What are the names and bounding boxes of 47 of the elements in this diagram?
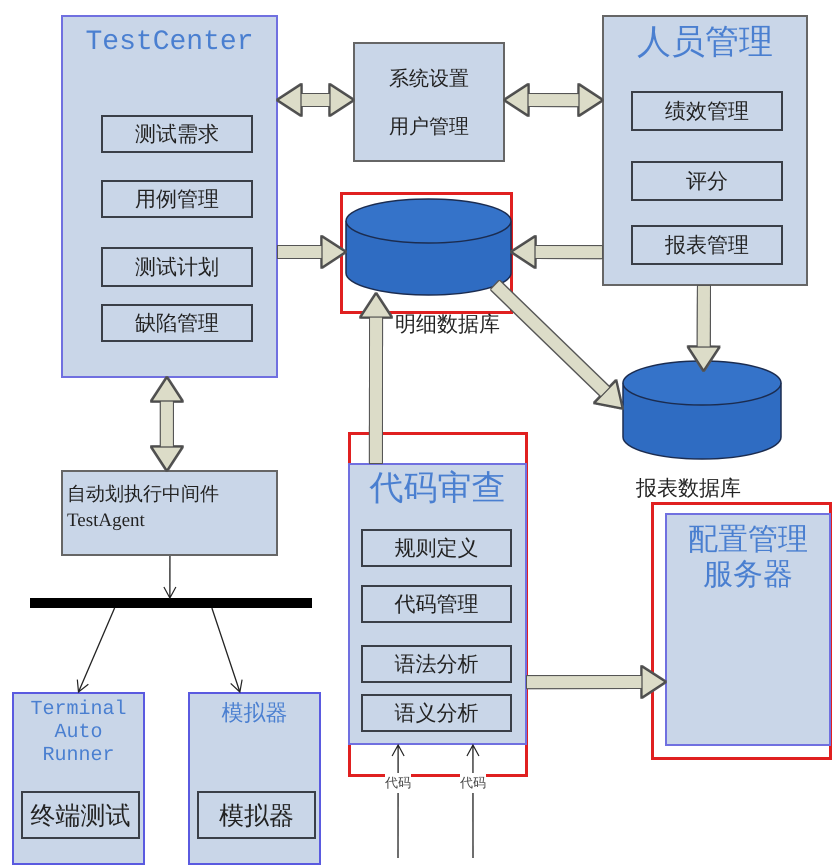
database-label: 明细数据库 [395, 311, 500, 338]
module-panel [665, 513, 831, 746]
panel-title: 代码审查 [370, 469, 506, 508]
module-panel [61, 470, 278, 556]
function-box: 语义分析 [361, 694, 512, 732]
arrow [511, 236, 602, 268]
function-box: 测试计划 [101, 247, 253, 287]
panel-title: TestCenter [85, 27, 254, 60]
panel-text: 系统设置 [389, 66, 469, 92]
panel-text: 用户管理 [389, 114, 469, 140]
module-panel [61, 15, 278, 378]
module-panel [12, 692, 145, 865]
arrow [163, 556, 176, 599]
panel-title: 配置管理服务器 [687, 523, 809, 592]
module-panel [348, 463, 527, 745]
function-box: 绩效管理 [631, 91, 783, 131]
edge-label: 代码 [460, 773, 486, 794]
function-box: 报表管理 [631, 225, 783, 265]
arrow [76, 608, 116, 693]
function-box: 语法分析 [361, 645, 512, 683]
arrow [360, 293, 392, 463]
function-box: 代码管理 [361, 585, 512, 623]
panel-title: Terminal Auto Runner [29, 698, 128, 767]
function-box: 测试需求 [101, 115, 253, 153]
bus-bar [30, 598, 312, 608]
arrow [526, 666, 666, 698]
function-box: 规则定义 [361, 529, 512, 567]
module-panel [188, 692, 321, 865]
arrow [688, 286, 720, 371]
module-panel [602, 15, 808, 286]
panel-text: 自动划执行中间件 TestAgent [67, 483, 220, 533]
arrow [504, 84, 603, 116]
database-label: 报表数据库 [636, 475, 741, 502]
panel-title: 模拟器 [222, 700, 288, 726]
arrow [277, 84, 354, 116]
arrow [211, 608, 243, 693]
function-box: 缺陷管理 [101, 304, 253, 342]
arrow [151, 377, 182, 471]
panel-title: 人员管理 [637, 23, 773, 62]
function-box: 评分 [631, 161, 783, 201]
edge-label: 代码 [385, 773, 412, 794]
module-panel [353, 42, 505, 162]
function-box: 终端测试 [21, 791, 140, 839]
function-box: 用例管理 [101, 180, 253, 218]
function-box: 模拟器 [197, 791, 316, 839]
arrow [491, 280, 623, 409]
arrow [278, 236, 346, 268]
